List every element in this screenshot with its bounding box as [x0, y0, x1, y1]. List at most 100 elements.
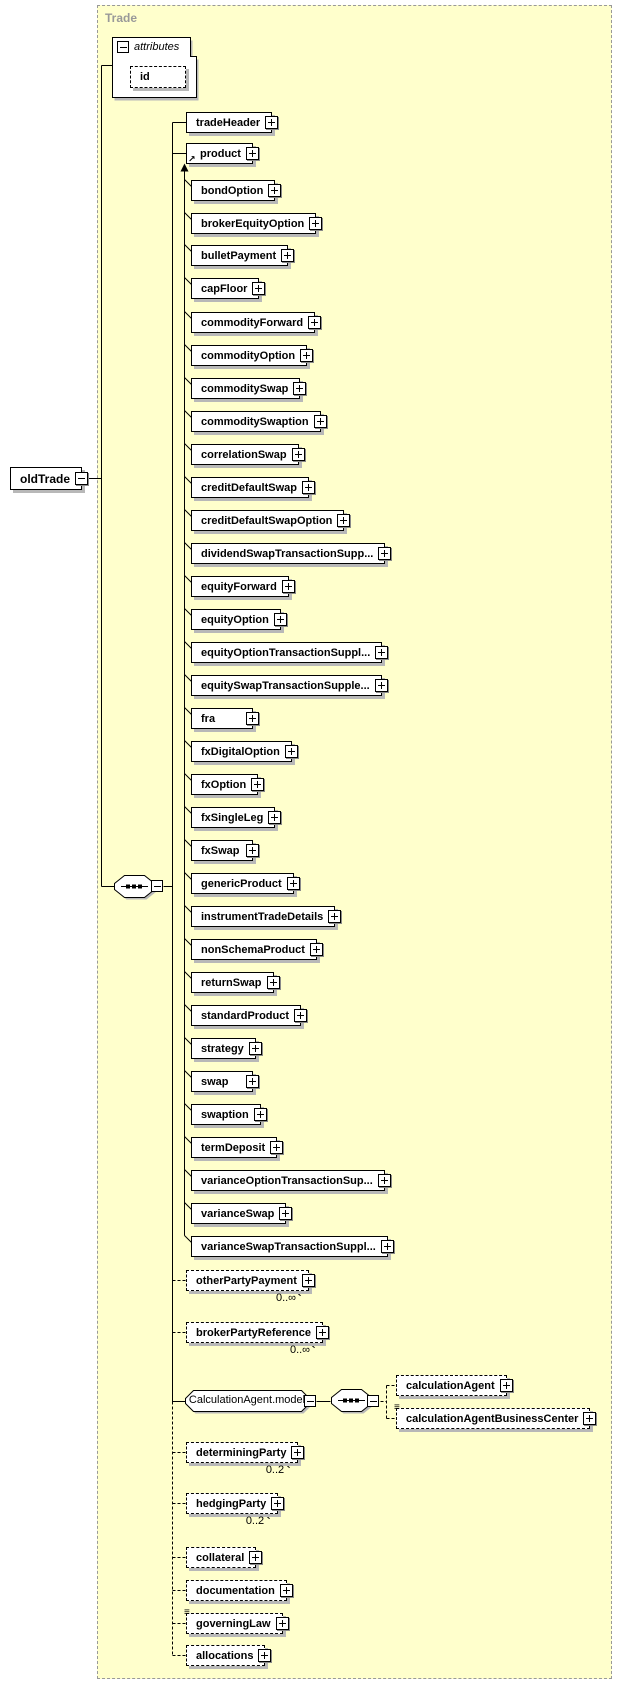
element-box[interactable]: fxSingleLeg: [191, 807, 282, 828]
expand-icon[interactable]: [337, 514, 351, 527]
element-box[interactable]: equityOptionTransactionSuppl...: [191, 642, 389, 663]
expand-icon[interactable]: [284, 745, 298, 758]
expand-icon[interactable]: [268, 811, 282, 824]
element-box[interactable]: fra: [191, 708, 259, 729]
expand-icon[interactable]: [249, 1551, 263, 1564]
element-box[interactable]: capFloor: [191, 278, 266, 299]
element-box[interactable]: brokerEquityOption: [191, 213, 323, 234]
element-box[interactable]: determiningParty: [186, 1442, 305, 1463]
element-box[interactable]: instrumentTradeDetails: [191, 906, 342, 927]
expand-icon[interactable]: [499, 1379, 513, 1392]
element-box[interactable]: commoditySwap: [191, 378, 307, 399]
expand-icon[interactable]: [375, 646, 389, 659]
element-box[interactable]: commoditySwaption: [191, 411, 327, 432]
element-box[interactable]: fxSwap: [191, 840, 259, 861]
element-box[interactable]: nonSchemaProduct: [191, 939, 323, 960]
element-box[interactable]: collateral: [186, 1547, 263, 1568]
element-box[interactable]: swap: [191, 1071, 259, 1092]
expand-icon[interactable]: [293, 382, 307, 395]
element-box[interactable]: returnSwap: [191, 972, 280, 993]
element-box[interactable]: correlationSwap: [191, 444, 305, 465]
element-box[interactable]: termDeposit: [191, 1137, 284, 1158]
expand-icon[interactable]: [315, 1326, 329, 1339]
element-box[interactable]: documentation: [186, 1580, 293, 1601]
expand-icon[interactable]: [291, 448, 305, 461]
expand-icon[interactable]: [291, 1446, 305, 1459]
element-box[interactable]: standardProduct: [191, 1005, 308, 1026]
expand-icon[interactable]: [273, 613, 287, 626]
expand-icon[interactable]: [251, 778, 265, 791]
expand-icon[interactable]: [328, 910, 342, 923]
expand-icon[interactable]: [245, 147, 259, 160]
expand-icon[interactable]: [294, 1009, 308, 1022]
expand-icon[interactable]: [301, 481, 315, 494]
element-box[interactable]: dividendSwapTransactionSupp...: [191, 543, 392, 564]
element-box[interactable]: equitySwapTransactionSupple...: [191, 675, 388, 696]
expand-icon[interactable]: [281, 249, 295, 262]
element-box[interactable]: allocations: [186, 1645, 272, 1666]
expand-icon[interactable]: [275, 1617, 289, 1630]
element-box[interactable]: ↗ product: [186, 143, 259, 164]
expand-icon[interactable]: [246, 712, 259, 725]
element-box[interactable]: tradeHeader: [186, 112, 279, 133]
sequence-icon[interactable]: [113, 873, 159, 902]
collapse-icon[interactable]: [367, 1395, 379, 1407]
element-box[interactable]: creditDefaultSwap: [191, 477, 315, 498]
collapse-icon[interactable]: [304, 1395, 316, 1407]
collapse-icon[interactable]: [75, 472, 89, 485]
element-box[interactable]: brokerPartyReference: [186, 1322, 329, 1343]
root-element-box[interactable]: oldTrade: [10, 467, 89, 490]
element-box[interactable]: equityOption: [191, 609, 287, 630]
expand-icon[interactable]: [309, 943, 323, 956]
expand-icon[interactable]: [286, 877, 300, 890]
element-box[interactable]: fxOption: [191, 774, 265, 795]
element-box[interactable]: calculationAgent: [396, 1375, 513, 1396]
expand-icon[interactable]: [266, 976, 280, 989]
element-box[interactable]: hedgingParty: [186, 1493, 285, 1514]
attribute-id-box[interactable]: id: [130, 66, 186, 88]
expand-icon[interactable]: [246, 1075, 259, 1088]
expand-icon[interactable]: [583, 1412, 597, 1425]
collapse-icon[interactable]: [151, 880, 163, 892]
expand-icon[interactable]: [279, 1207, 293, 1220]
expand-icon[interactable]: [301, 1274, 315, 1287]
element-box[interactable]: commodityForward: [191, 312, 322, 333]
element-box[interactable]: otherPartyPayment: [186, 1270, 315, 1291]
expand-icon[interactable]: [270, 1141, 284, 1154]
collapse-icon[interactable]: [117, 41, 129, 53]
expand-icon[interactable]: [380, 1240, 394, 1253]
expand-icon[interactable]: [374, 679, 388, 692]
expand-icon[interactable]: [308, 316, 322, 329]
model-group-box[interactable]: [184, 1388, 314, 1416]
expand-icon[interactable]: [253, 1108, 267, 1121]
expand-icon[interactable]: [258, 1649, 272, 1662]
element-box[interactable]: commodityOption: [191, 345, 314, 366]
element-box[interactable]: ≡ governingLaw: [184, 1608, 289, 1634]
expand-icon[interactable]: [313, 415, 327, 428]
expand-icon[interactable]: [309, 217, 323, 230]
element-box[interactable]: swaption: [191, 1104, 267, 1125]
element-box[interactable]: strategy: [191, 1038, 262, 1059]
expand-icon[interactable]: [271, 1497, 285, 1510]
expand-icon[interactable]: [281, 580, 295, 593]
element-box[interactable]: creditDefaultSwapOption: [191, 510, 351, 531]
expand-icon[interactable]: [246, 844, 259, 857]
expand-icon[interactable]: [279, 1584, 293, 1597]
element-box[interactable]: varianceOptionTransactionSup...: [191, 1170, 391, 1191]
expand-icon[interactable]: [248, 1042, 262, 1055]
element-box[interactable]: fxDigitalOption: [191, 741, 298, 762]
element-box[interactable]: bulletPayment: [191, 245, 295, 266]
expand-icon[interactable]: [377, 1174, 391, 1187]
expand-icon[interactable]: [268, 184, 282, 197]
element-box[interactable]: varianceSwapTransactionSuppl...: [191, 1236, 394, 1257]
expand-icon[interactable]: [300, 349, 314, 362]
sequence-icon[interactable]: [330, 1387, 376, 1416]
element-box[interactable]: ≡ calculationAgentBusinessCenter: [394, 1403, 597, 1429]
element-box[interactable]: varianceSwap: [191, 1203, 293, 1224]
expand-icon[interactable]: [265, 116, 279, 129]
element-box[interactable]: bondOption: [191, 180, 282, 201]
expand-icon[interactable]: [252, 282, 266, 295]
element-box[interactable]: equityForward: [191, 576, 295, 597]
expand-icon[interactable]: [378, 547, 392, 560]
element-box[interactable]: genericProduct: [191, 873, 300, 894]
